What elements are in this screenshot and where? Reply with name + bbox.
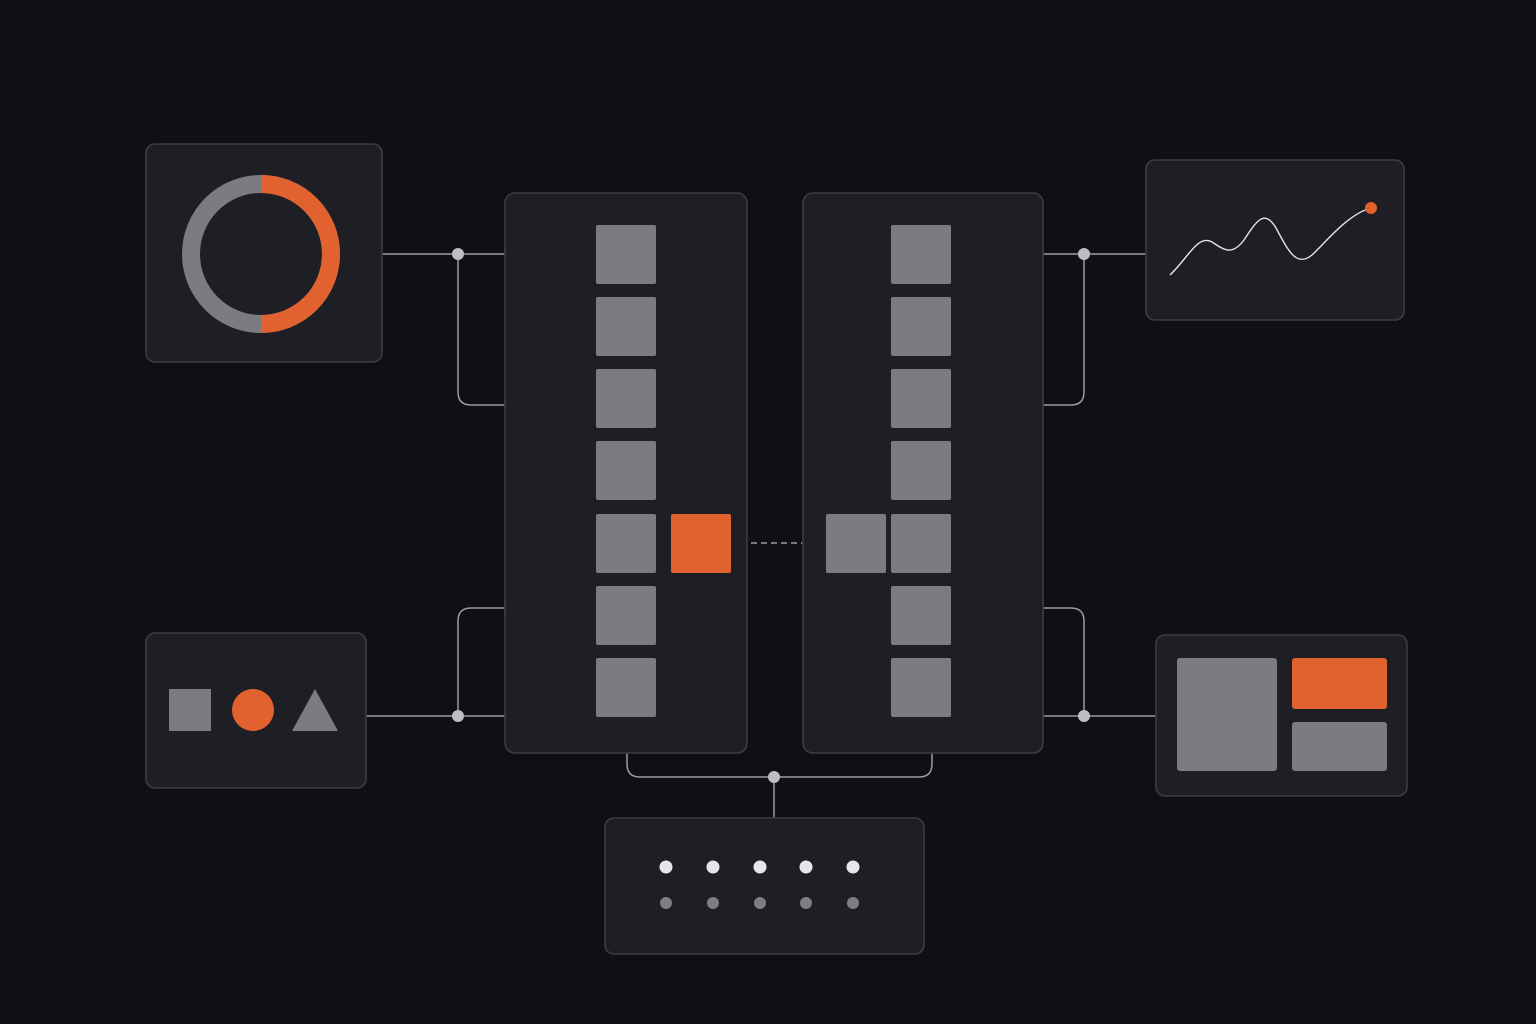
dot (706, 860, 720, 874)
block (891, 586, 951, 645)
right-column-blocks (826, 225, 951, 717)
layout-grid-icon (1177, 658, 1387, 771)
dots-panel (604, 817, 925, 955)
block (596, 297, 656, 356)
block (891, 514, 951, 573)
block (596, 658, 656, 717)
dot (800, 897, 812, 909)
junction-node (452, 710, 464, 722)
shapes-panel (145, 632, 367, 789)
junction-node (1078, 248, 1090, 260)
highlighted-block (671, 514, 731, 573)
block (891, 297, 951, 356)
block (596, 225, 656, 284)
left-column-blocks (596, 225, 731, 717)
line-chart-panel (1145, 159, 1405, 321)
dot (659, 860, 673, 874)
donut-panel (145, 143, 383, 363)
dot (754, 897, 766, 909)
dot-row-light (659, 860, 860, 874)
dot-row-dim (660, 897, 859, 909)
dot (753, 860, 767, 874)
block (891, 441, 951, 500)
layout-panel (1155, 634, 1408, 797)
dot (847, 897, 859, 909)
block (596, 586, 656, 645)
dot (707, 897, 719, 909)
dot (846, 860, 860, 874)
line-chart-icon (1169, 202, 1377, 276)
square-icon (169, 689, 211, 731)
block (891, 225, 951, 284)
linked-block (826, 514, 886, 573)
connector-columns-to-dots-panel (626, 752, 933, 818)
block (596, 369, 656, 428)
junction-node (768, 771, 780, 783)
dot (660, 897, 672, 909)
connector-shapes-to-left-column (366, 607, 505, 717)
connector-donut-to-left-column (382, 253, 505, 406)
block (891, 369, 951, 428)
circle-icon (232, 689, 274, 731)
block (596, 514, 656, 573)
connector-linechart-to-right-column (1043, 253, 1146, 406)
connector-layout-to-right-column (1043, 607, 1156, 717)
block (596, 441, 656, 500)
junction-node (1078, 710, 1090, 722)
donut-chart-icon (182, 175, 340, 333)
triangle-icon (292, 689, 338, 731)
dot (799, 860, 813, 874)
junction-node (452, 248, 464, 260)
block (891, 658, 951, 717)
